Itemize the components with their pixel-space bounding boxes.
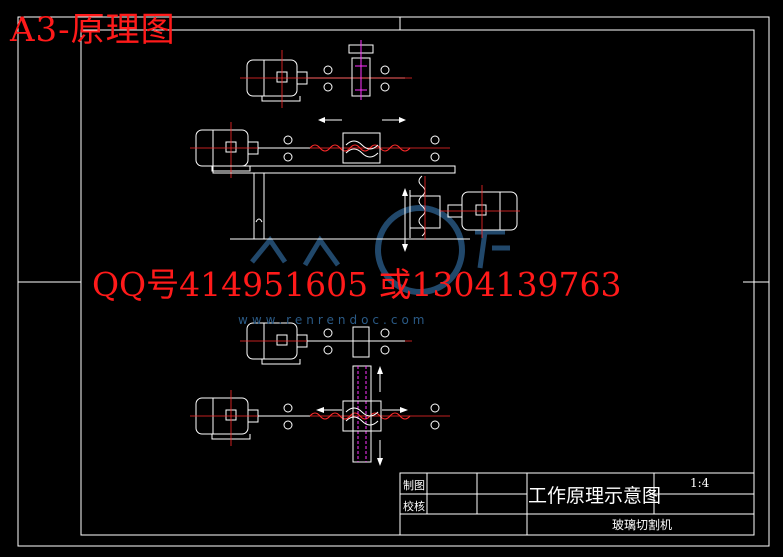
arrows-lower [316, 366, 408, 466]
motor-mid [195, 129, 259, 172]
lead-screw-lower [309, 412, 411, 420]
vertical-screw-assembly [402, 175, 520, 252]
vertical-rack-lower [342, 365, 382, 463]
rack-pinion-top [348, 40, 374, 100]
watermark-url: www.renrendoc.com [238, 313, 429, 327]
motor-lower-top [246, 322, 308, 365]
bearings-lower-top [323, 326, 390, 358]
arrows-upper [318, 117, 406, 123]
bearings-lower [283, 403, 440, 430]
title-block-drawn-by-label: 制图 [403, 479, 425, 492]
lead-screw-upper [309, 144, 411, 152]
title-block-drawing-name: 玻璃切割机 [612, 518, 673, 532]
contact-overlay: QQ号414951605 或1304139763 [92, 265, 622, 304]
bearings-mid [283, 135, 440, 162]
screw-nut-upper [342, 132, 381, 164]
post-break [255, 218, 263, 223]
title-block [399, 472, 755, 536]
motor-top [246, 59, 308, 102]
title-block-checked-by-label: 校核 [403, 500, 425, 513]
bearings-top-left [323, 65, 390, 92]
title-block-title: 工作原理示意图 [528, 485, 662, 507]
support-post [253, 172, 265, 240]
title-block-scale: 1:4 [690, 476, 710, 490]
motor-lower [195, 397, 259, 440]
watermark-logo [250, 205, 510, 295]
carriage-plate [212, 165, 456, 174]
sheet-label: A3-原理图 [10, 10, 176, 50]
